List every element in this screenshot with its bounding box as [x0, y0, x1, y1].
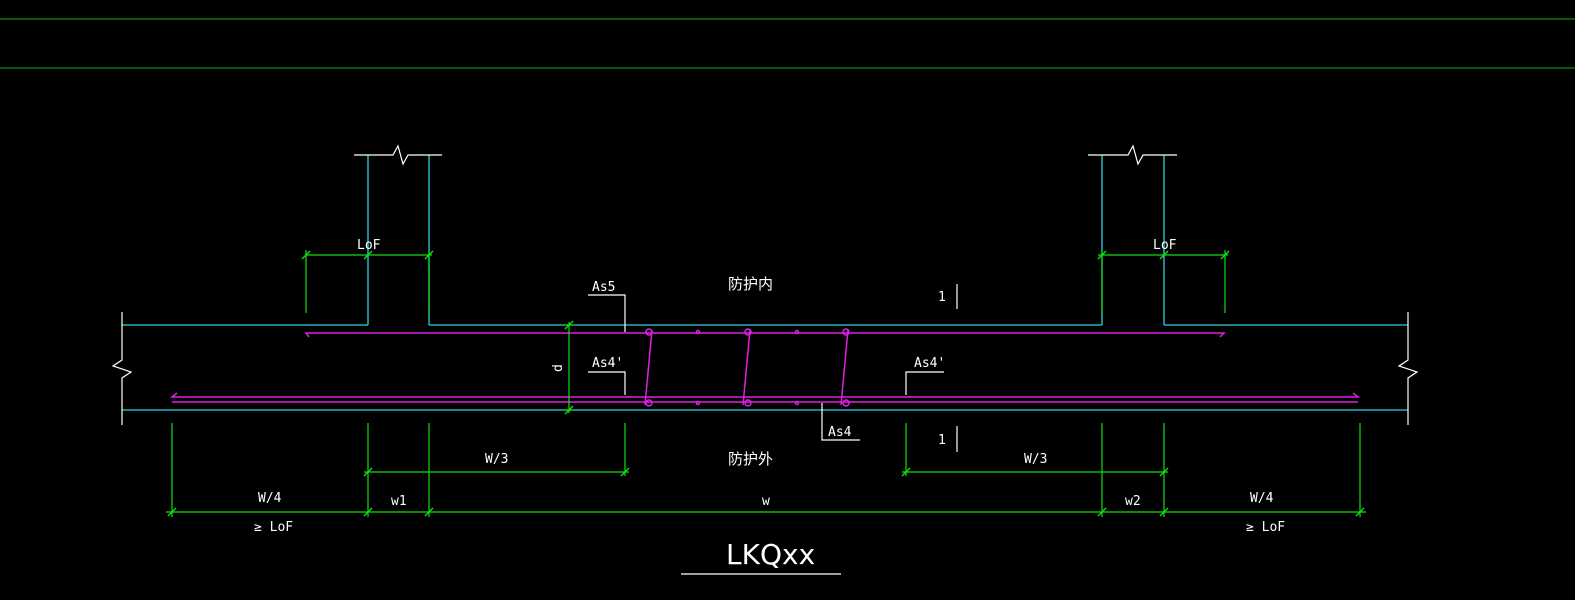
drawing-title: LKQxx: [726, 538, 815, 571]
section-mark-top-label: 1: [938, 290, 946, 305]
ge-lof-right-label: ≥ LoF: [1246, 520, 1285, 535]
lof-left-label: LoF: [357, 238, 381, 253]
w2-label: w2: [1125, 494, 1141, 509]
section-mark-bottom-label: 1: [938, 433, 946, 448]
outer-side-label: 防护外: [728, 450, 773, 468]
w4-right-label: W/4: [1250, 491, 1274, 506]
as4-prime-left-label: As4': [592, 356, 623, 371]
ge-lof-left-label: ≥ LoF: [254, 520, 293, 535]
wall-outline: [122, 155, 1408, 411]
as4-prime-right-label: As4': [914, 356, 945, 371]
w1-label: w1: [391, 494, 407, 509]
break-symbols: [111, 144, 1419, 425]
d-label: d: [551, 364, 566, 372]
as4-label: As4: [828, 425, 852, 440]
rebar: [169, 328, 1361, 407]
w3-left-label: W/3: [485, 452, 508, 467]
leaders: [588, 284, 958, 575]
lof-right-label: LoF: [1153, 238, 1177, 253]
inner-side-label: 防护内: [728, 275, 773, 293]
w3-right-label: W/3: [1024, 452, 1047, 467]
dimensions: [166, 250, 1366, 517]
w4-left-label: W/4: [258, 491, 282, 506]
as5-label: As5: [592, 280, 615, 295]
w-label: w: [762, 494, 770, 509]
